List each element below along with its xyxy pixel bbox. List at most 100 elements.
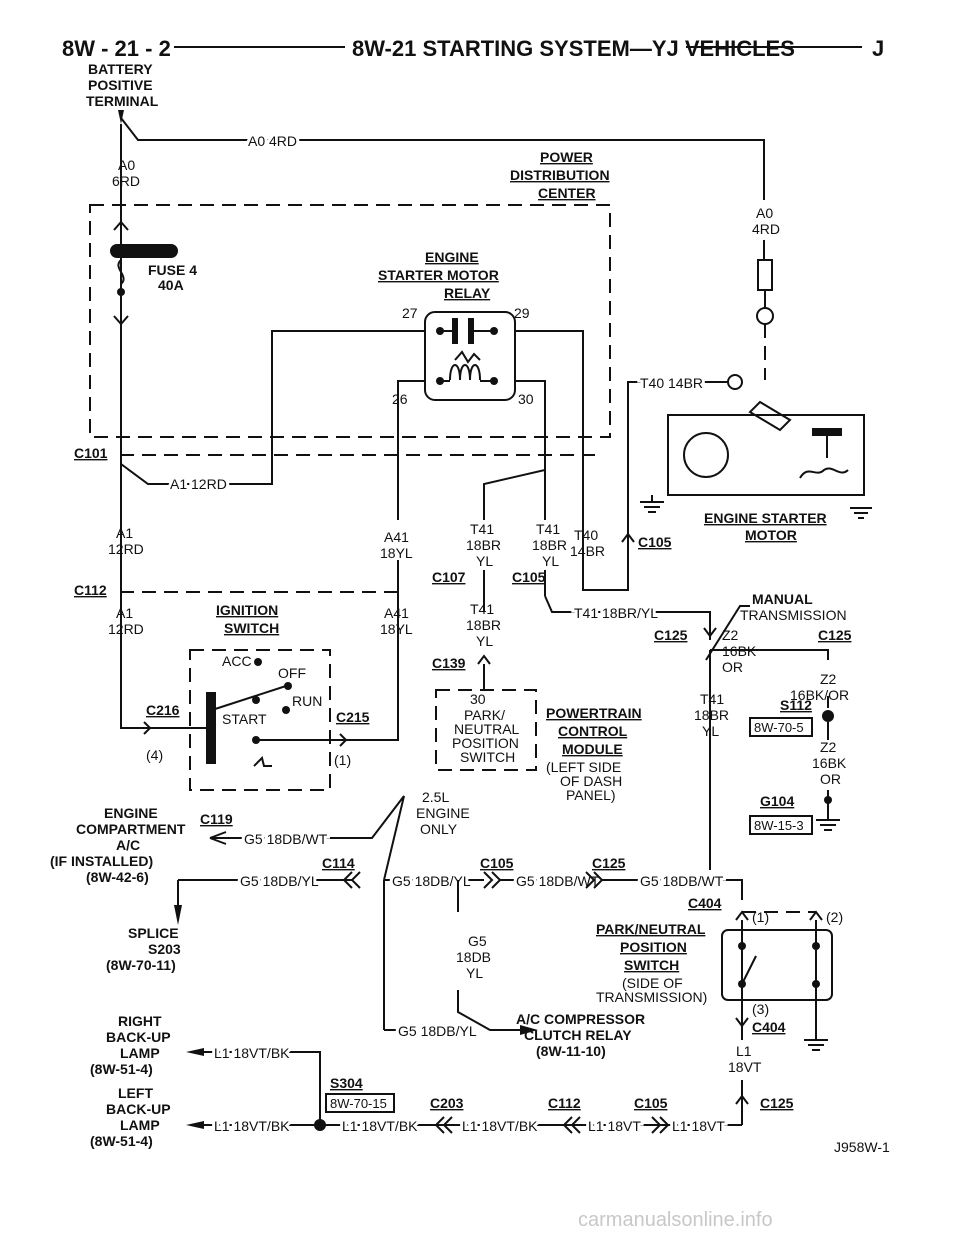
g5-18db-wt-2-label: G5 18DB/WT: [516, 873, 600, 889]
l1-18vt-bk-4-label: L1 18VT/BK: [462, 1118, 538, 1134]
t41-label-4a: T41: [700, 691, 724, 707]
pin-3-label: (3): [752, 1001, 769, 1017]
s112-label: S112: [780, 697, 812, 713]
ac-relay-3: (8W-11-10): [536, 1043, 606, 1059]
c203-label: C203: [430, 1095, 464, 1111]
page-number-left: 8W - 21 - 2: [62, 36, 171, 61]
a0-right-label: A0: [756, 205, 773, 221]
pin-1b-label: (1): [752, 909, 769, 925]
battery-label-3: TERMINAL: [86, 93, 159, 109]
c125-d-label: C125: [760, 1095, 794, 1111]
right-backup-4: (8W-51-4): [90, 1061, 153, 1077]
pcm-label-3: MODULE: [562, 741, 623, 757]
c107-label: C107: [432, 569, 466, 585]
t41-label-4c: YL: [702, 723, 719, 739]
ac-relay-2: CLUTCH RELAY: [524, 1027, 632, 1043]
ignition-label-1: IGNITION: [216, 602, 278, 618]
relay-pin-26: 26: [392, 391, 408, 407]
t41-label-1b: 18BR: [466, 537, 501, 553]
z2-label-1c: OR: [722, 659, 743, 675]
c112-b-label: C112: [548, 1095, 581, 1111]
t41-label-4b: 18BR: [694, 707, 729, 723]
z2-label-1a: Z2: [722, 627, 739, 643]
right-backup-arrow-icon: [186, 1048, 204, 1056]
g5-18db-yl-2-label: G5 18DB/YL: [392, 873, 471, 889]
a0-6rd-label: 6RD: [112, 173, 140, 189]
engine-comp-5: (8W-42-6): [86, 869, 149, 885]
c139-label: C139: [432, 655, 466, 671]
ignition-switch-contact: [206, 692, 216, 764]
l1-18vt-3-label: L1 18VT: [672, 1118, 725, 1134]
pcm-loc-2: OF DASH: [560, 773, 622, 789]
pn-position-sw-label-1: PARK/NEUTRAL: [596, 921, 706, 937]
a0-label: A0: [118, 157, 135, 173]
c101-label: C101: [74, 445, 108, 461]
c105-c-label: C105: [480, 855, 514, 871]
off-label: OFF: [278, 665, 306, 681]
relay-label-3: RELAY: [444, 285, 491, 301]
t41-label-2a: T41: [536, 521, 560, 537]
right-backup-1: RIGHT: [118, 1013, 162, 1029]
watermark: carmanualsonline.info: [578, 1209, 773, 1231]
engine-comp-1: ENGINE: [104, 805, 158, 821]
relay-box: [424, 311, 516, 401]
l1-18vt-bk-2-label: L1 18VT/BK: [214, 1118, 290, 1134]
c105-a-label: C105: [638, 534, 672, 550]
battery-positive-terminal: BATTERY POSITIVE TERMINAL: [86, 61, 159, 124]
pdc-label-1: POWER: [540, 149, 593, 165]
l1-18vt-bk-1-label: L1 18VT/BK: [214, 1045, 290, 1061]
t40-label-a: T40: [574, 527, 598, 543]
pin-2-label: (2): [826, 909, 843, 925]
a1-label-1: A1: [116, 525, 133, 541]
g5-18db-wt-1-label: G5 18DB/WT: [244, 831, 328, 847]
splice-label-2: S203: [148, 941, 181, 957]
t41-label-3b: 18BR: [466, 617, 501, 633]
relay-pin-30: 30: [518, 391, 534, 407]
relay-pin-27: 27: [402, 305, 418, 321]
t41-label-3c: YL: [476, 633, 493, 649]
z2-label-3a: Z2: [820, 739, 837, 755]
page-title: 8W-21 STARTING SYSTEM—YJ VEHICLES: [352, 36, 795, 61]
engine-comp-4: (IF INSTALLED): [50, 853, 153, 869]
pn-label-4: POSITION: [452, 735, 519, 751]
relay-label-1: ENGINE: [425, 249, 479, 265]
g5-18db-wt-3-label: G5 18DB/WT: [640, 873, 724, 889]
s304-label: S304: [330, 1075, 363, 1091]
relay-label-2: STARTER MOTOR: [378, 267, 499, 283]
right-backup-3: LAMP: [120, 1045, 160, 1061]
c105-d-label: C105: [634, 1095, 668, 1111]
t41-label-1c: YL: [476, 553, 493, 569]
engine-comp-3: A/C: [116, 837, 140, 853]
z2-label-3b: 16BK: [812, 755, 847, 771]
starter-motor-armature-icon: [683, 432, 729, 478]
wire-a0-4rd-top: [120, 117, 765, 200]
l1-18vt-2-label: L1 18VT: [588, 1118, 641, 1134]
pcm-loc-1: (LEFT SIDE: [546, 759, 621, 775]
manual-trans-label-2: TRANSMISSION: [740, 607, 847, 623]
c119-label: C119: [200, 811, 233, 827]
splice-s112-icon: [822, 710, 834, 722]
left-backup-4: (8W-51-4): [90, 1133, 153, 1149]
c114-label: C114: [322, 855, 355, 871]
fuse-label-2: 40A: [158, 277, 184, 293]
g5-18db-yl-3-label: G5 18DB/YL: [398, 1023, 477, 1039]
c105-b-label: C105: [512, 569, 546, 585]
a41-18yl-label-1: 18YL: [380, 545, 413, 561]
a0-4rd-right-label: 4RD: [752, 221, 780, 237]
g104-label: G104: [760, 793, 794, 809]
left-backup-2: BACK-UP: [106, 1101, 171, 1117]
park-neutral-switch-box: [435, 689, 537, 771]
right-backup-2: BACK-UP: [106, 1029, 171, 1045]
ac-relay-1: A/C COMPRESSOR: [516, 1011, 645, 1027]
engine-2-5l-1: 2.5L: [422, 789, 449, 805]
a41-18yl-label-2: 18YL: [380, 621, 413, 637]
a1-label-2: A1: [116, 605, 133, 621]
figure-id: J958W-1: [834, 1139, 890, 1155]
ref-8w-70-5-label: 8W-70-5: [754, 720, 804, 735]
t41-label-2b: 18BR: [532, 537, 567, 553]
splice-label-3: (8W-70-11): [106, 957, 176, 973]
ring-terminal-icon: [757, 259, 773, 291]
ref-8w-70-5-box: [749, 717, 813, 737]
g5-v-label-1: G5: [468, 933, 487, 949]
